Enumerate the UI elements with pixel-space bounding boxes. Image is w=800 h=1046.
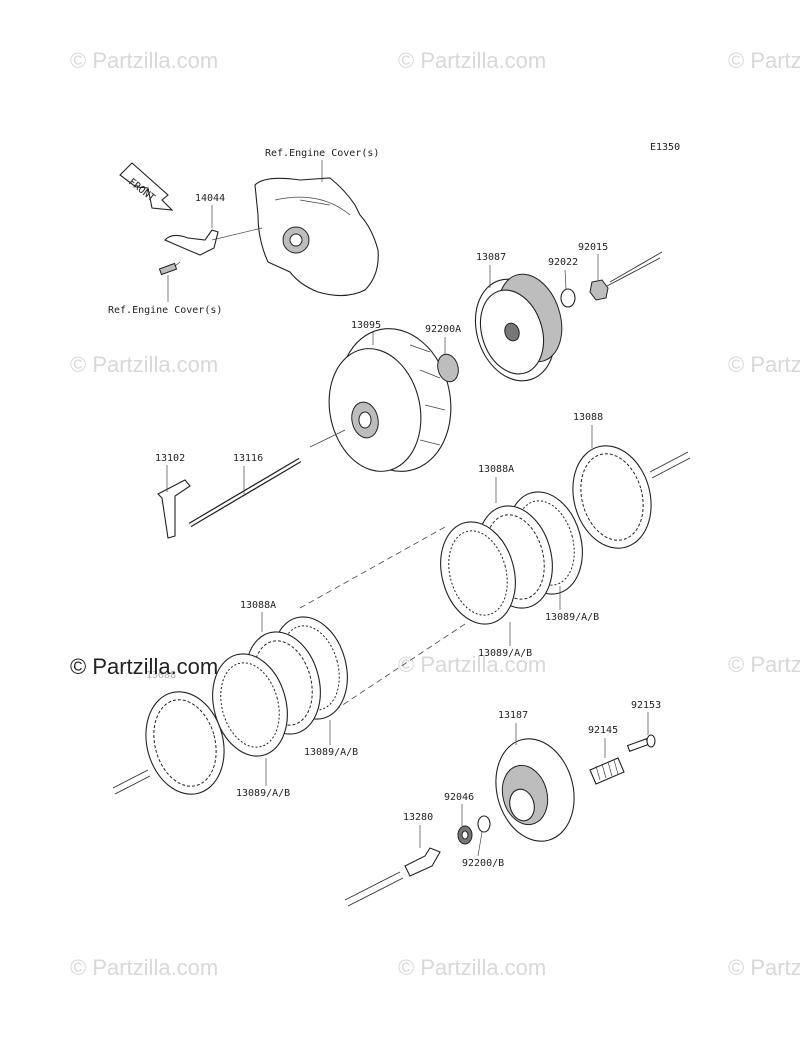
part-92200A [437,353,459,383]
label-13280: 13280 [403,812,433,823]
label-13089-upper-mid: 13089/A/B [478,648,532,659]
watermark-7: © Partzilla.com [728,652,800,677]
label-13102: 13102 [155,453,185,464]
watermark-5: © Partzilla.com [728,352,800,377]
watermark-6: © Partzilla.com [398,652,546,677]
part-13095 [328,328,452,472]
watermark-10: © Partzilla.com [728,955,800,980]
part-13089-upper-b [440,521,516,625]
label-13088-lower: 13088 [146,670,176,681]
label-13089-lower-left: 13089/A/B [236,788,290,799]
watermarks: © Partzilla.com © Partzilla.com © Partzi… [70,48,800,980]
part-13087 [474,273,563,382]
part-92145 [589,757,625,785]
label-92145: 92145 [588,725,618,736]
ref-label-engine-cover-top: Ref.Engine Cover(s) [265,148,379,159]
part-92015 [589,279,609,301]
engine-cover [254,177,379,297]
watermark-4: © Partzilla.com [70,352,218,377]
label-92015: 92015 [578,242,608,253]
label-13088-upper: 13088 [573,412,603,423]
label-13089-lower-right: 13089/A/B [304,747,358,758]
label-13088a-lower: 13088A [240,600,276,611]
part-13088-upper [572,445,652,549]
part-92153 [626,734,656,752]
part-92022 [560,288,576,308]
label-13087: 13087 [476,252,506,263]
part-13102 [157,479,191,539]
watermark-1: © Partzilla.com [70,48,218,73]
label-92046: 92046 [444,792,474,803]
label-13088a-upper: 13088A [478,464,514,475]
label-92200B: 92200/B [462,858,504,869]
diagram-code: E1350 [650,142,680,153]
watermark-3: © Partzilla.com [728,48,800,73]
part-13088-lower [145,691,225,795]
watermark-2: © Partzilla.com [398,48,546,73]
label-92153: 92153 [631,700,661,711]
part-13187 [495,738,575,842]
watermark-main: © Partzilla.com [70,654,218,679]
part-13089-lower-b [212,653,288,757]
label-92200A: 92200A [425,324,461,335]
label-92022: 92022 [548,257,578,268]
watermark-9: © Partzilla.com [398,955,546,980]
watermark-8: © Partzilla.com [70,955,218,980]
label-13187: 13187 [498,710,528,721]
part-13280 [404,847,441,877]
label-13089-upper-right: 13089/A/B [545,612,599,623]
front-arrow-icon: FRONT [119,162,174,211]
part-92200B [477,815,491,833]
label-14044: 14044 [195,193,225,204]
ref-label-engine-cover-bottom: Ref.Engine Cover(s) [108,305,222,316]
label-13095: 13095 [351,320,381,331]
label-13116: 13116 [233,453,263,464]
part-14044 [158,229,219,276]
